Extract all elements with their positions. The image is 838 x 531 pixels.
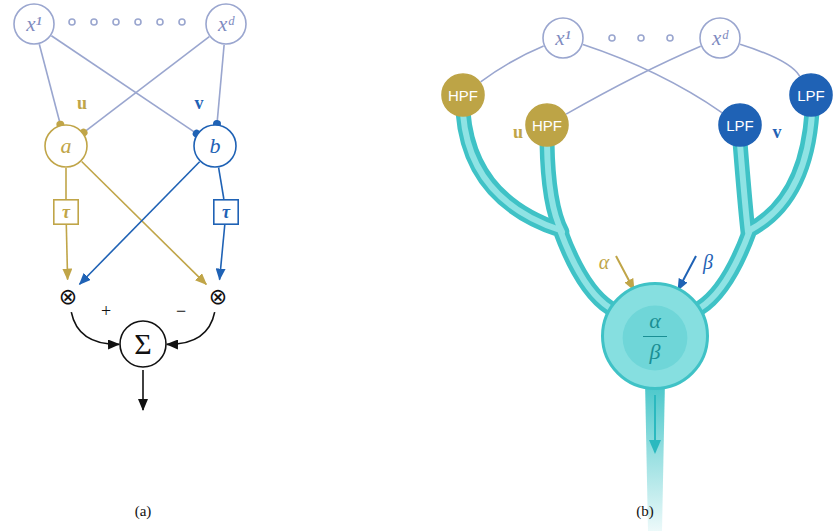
- beta-input-arrow: [678, 256, 696, 290]
- node-label: τ: [213, 199, 239, 225]
- weight-label: v: [195, 93, 204, 114]
- input-node: x¹: [542, 17, 584, 59]
- node-label: HPF: [525, 103, 569, 147]
- node-text: x¹: [555, 26, 571, 51]
- weight-label: v: [773, 122, 782, 143]
- node-text: ⊗: [59, 284, 77, 309]
- connector: [220, 225, 225, 280]
- connector: [51, 36, 196, 134]
- node-label: αβ: [601, 282, 709, 390]
- dendrites: [463, 112, 812, 308]
- node-text: ⊗: [209, 284, 227, 309]
- sum-node: Σ: [119, 320, 167, 368]
- node-label: a: [44, 124, 88, 168]
- connector: [481, 46, 544, 82]
- node-label: ⊗: [201, 279, 236, 314]
- node-text: xᵈ: [712, 26, 728, 51]
- highpass-filter: HPF: [441, 73, 485, 117]
- connector: [219, 168, 224, 199]
- node-label: LPF: [718, 103, 762, 147]
- node-text: Σ: [134, 327, 151, 361]
- input-node: x¹: [13, 3, 55, 45]
- connector: [66, 225, 67, 280]
- node-label: ⊗: [51, 279, 86, 314]
- node-text: HPF: [532, 117, 562, 134]
- node-label: b: [193, 124, 237, 168]
- node-text: a: [61, 133, 72, 159]
- connector: [740, 44, 800, 76]
- node-text: x¹: [26, 12, 42, 37]
- connector: [39, 44, 60, 124]
- delay-box: τ: [213, 199, 239, 225]
- input-label: β: [703, 251, 713, 274]
- input-node: xᵈ: [699, 17, 741, 59]
- node-text: b: [210, 133, 221, 159]
- node-text: β: [650, 339, 661, 365]
- multiply-node: ⊗: [201, 279, 236, 314]
- soma: αβ: [601, 282, 709, 390]
- connector: [82, 161, 207, 284]
- sign-label: +: [101, 301, 111, 322]
- weight-label: u: [77, 93, 87, 114]
- weight-label: u: [513, 122, 523, 143]
- node-label: τ: [53, 199, 79, 225]
- alpha-input-arrow: [616, 256, 634, 290]
- connector: [167, 312, 215, 344]
- node-label: Σ: [119, 320, 167, 368]
- node-label: xᵈ: [205, 3, 247, 45]
- connector: [217, 45, 224, 124]
- node-label: xᵈ: [699, 17, 741, 59]
- connector: [65, 168, 67, 199]
- node-text: τ: [62, 202, 70, 223]
- connector: [583, 45, 722, 113]
- node-label: HPF: [441, 73, 485, 117]
- node-text: HPF: [448, 87, 478, 104]
- connector: [80, 162, 200, 285]
- node-text: LPF: [726, 117, 754, 134]
- panel-label: (a): [135, 503, 152, 520]
- panel-label: (b): [636, 503, 654, 520]
- lowpass-filter: LPF: [789, 73, 833, 117]
- node-text: τ: [222, 202, 230, 223]
- input-label: α: [599, 251, 610, 274]
- neuron-a: a: [44, 124, 88, 168]
- node-label: x¹: [542, 17, 584, 59]
- connector: [83, 37, 209, 133]
- multiply-node: ⊗: [51, 279, 86, 314]
- sign-label: −: [176, 301, 186, 322]
- node-text: LPF: [797, 87, 825, 104]
- output-arrow: [142, 370, 144, 410]
- connector: [71, 312, 119, 344]
- node-label: x¹: [13, 3, 55, 45]
- neuron-b: b: [193, 124, 237, 168]
- node-text: xᵈ: [218, 12, 234, 37]
- node-label: LPF: [789, 73, 833, 117]
- fraction-bar: [643, 336, 667, 337]
- node-text: α: [649, 308, 661, 334]
- connector: [566, 46, 701, 114]
- lowpass-filter: LPF: [718, 103, 762, 147]
- input-node: xᵈ: [205, 3, 247, 45]
- axon-arrow: [654, 395, 656, 452]
- highpass-filter: HPF: [525, 103, 569, 147]
- delay-box: τ: [53, 199, 79, 225]
